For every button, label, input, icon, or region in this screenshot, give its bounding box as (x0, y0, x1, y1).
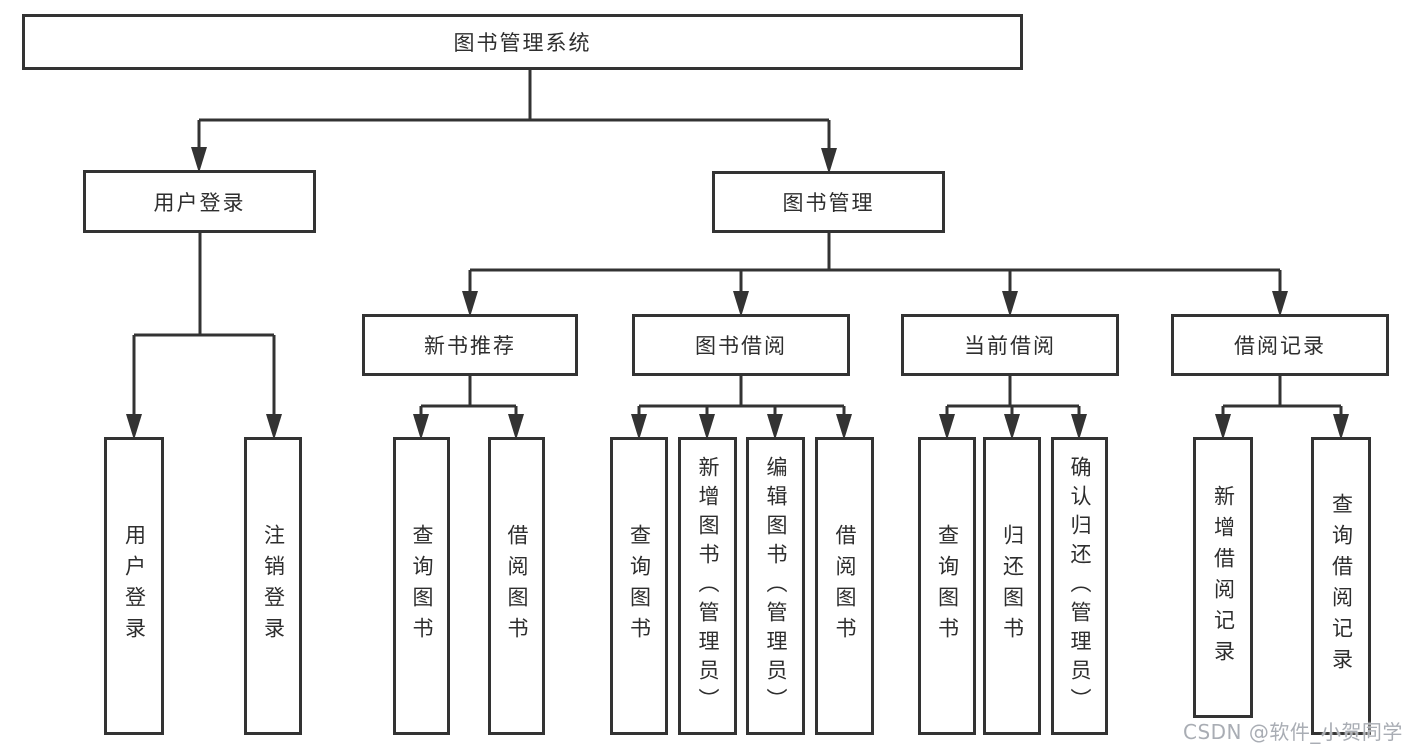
node-root-system: 图书管理系统 (22, 14, 1023, 70)
arrow-down-icon (413, 414, 429, 440)
node-borrow-record: 借阅记录 (1171, 314, 1389, 376)
node-label: 用户登录 (153, 190, 246, 215)
arrow-down-icon (699, 414, 715, 440)
node-current-borrow: 当前借阅 (901, 314, 1119, 376)
arrow-down-icon (767, 414, 783, 440)
connector-root-to-level2 (197, 70, 831, 164)
leaf-borrow-book: 借阅图书 (815, 437, 874, 735)
leaf-add-borrow-record: 新增借阅记录 (1193, 437, 1253, 718)
leaf-label: 借阅图书 (505, 524, 529, 648)
arrow-down-icon (126, 414, 142, 440)
node-book-borrow: 图书借阅 (632, 314, 850, 376)
arrow-down-icon (631, 414, 647, 440)
arrow-down-icon (266, 414, 282, 440)
arrow-down-icon (733, 291, 749, 317)
leaf-label: 编辑图书（管理员） (764, 455, 788, 717)
arrow-down-icon (462, 291, 478, 317)
leaf-label: 查询借阅记录 (1329, 493, 1354, 679)
leaf-user-login: 用户登录 (104, 437, 164, 735)
arrow-down-icon (1002, 291, 1018, 317)
node-label: 图书借阅 (695, 334, 787, 358)
leaf-edit-book-admin: 编辑图书（管理员） (746, 437, 805, 735)
arrow-down-icon (1272, 291, 1288, 317)
leaf-confirm-return-admin: 确认归还（管理员） (1051, 437, 1108, 735)
leaf-label: 注销登录 (261, 524, 286, 648)
arrowheads (126, 147, 1349, 440)
node-label: 当前借阅 (964, 334, 1056, 358)
leaf-label: 新增借阅记录 (1211, 484, 1236, 671)
csdn-watermark: CSDN @软件_小贺同学 (1183, 720, 1403, 744)
connector-book-borrow-leaves (637, 376, 846, 430)
leaf-label: 查询图书 (410, 524, 434, 648)
arrow-down-icon (508, 414, 524, 440)
leaf-logout: 注销登录 (244, 437, 302, 735)
connector-book-management-level3 (468, 233, 1282, 307)
leaf-return-book: 归还图书 (983, 437, 1041, 735)
leaf-label: 确认归还（管理员） (1068, 455, 1092, 717)
leaf-label: 用户登录 (122, 524, 147, 648)
node-book-management: 图书管理 (712, 171, 945, 233)
leaf-label: 借阅图书 (833, 524, 857, 648)
leaf-label: 归还图书 (1000, 524, 1025, 648)
connector-new-book-leaves (419, 376, 518, 430)
arrow-down-icon (836, 414, 852, 440)
node-user-login: 用户登录 (83, 170, 316, 233)
arrow-down-icon (191, 147, 207, 173)
leaf-query-book-current: 查询图书 (918, 437, 976, 735)
connector-borrow-record-leaves (1221, 376, 1343, 430)
leaf-query-borrow-record: 查询借阅记录 (1311, 437, 1371, 735)
node-label: 图书管理 (782, 191, 875, 215)
leaf-label: 查询图书 (627, 524, 652, 648)
node-label: 图书管理系统 (453, 31, 592, 55)
leaf-query-book-borrow: 查询图书 (610, 437, 668, 735)
leaf-add-book-admin: 新增图书（管理员） (678, 437, 737, 735)
node-label: 借阅记录 (1234, 334, 1326, 358)
arrow-down-icon (821, 148, 837, 174)
arrow-down-icon (1004, 414, 1020, 440)
connector-user-login-leaves (132, 233, 276, 430)
arrow-down-icon (1215, 414, 1231, 440)
arrow-down-icon (939, 414, 955, 440)
arrow-down-icon (1071, 414, 1087, 440)
arrow-down-icon (1333, 414, 1349, 440)
leaf-label: 查询图书 (935, 524, 960, 648)
node-new-book-recommend: 新书推荐 (362, 314, 578, 376)
leaf-borrow-book-recommend: 借阅图书 (488, 437, 545, 735)
node-label: 新书推荐 (424, 334, 516, 358)
leaf-query-book-recommend: 查询图书 (393, 437, 450, 735)
leaf-label: 新增图书（管理员） (696, 455, 720, 717)
